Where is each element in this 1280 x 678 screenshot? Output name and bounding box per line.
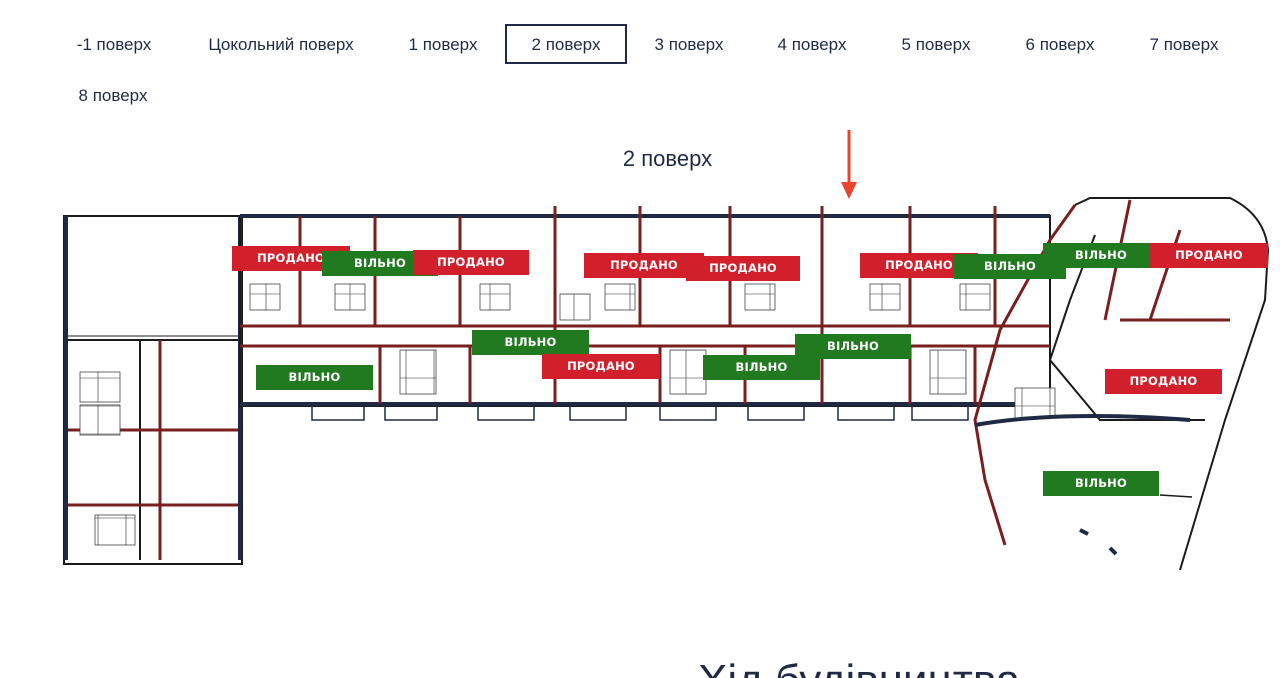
apartment-badge[interactable]: ВІЛЬНО <box>795 334 911 359</box>
balconies <box>311 403 969 421</box>
tab-floor-8[interactable]: 8 поверх <box>78 86 148 105</box>
apartment-badge[interactable]: ВІЛЬНО <box>472 330 589 355</box>
tab-floor-1[interactable]: 1 поверх <box>408 35 478 54</box>
apartment-badge[interactable]: ВІЛЬНО <box>703 355 820 380</box>
floor-plan-drawing <box>63 130 1270 571</box>
construction-progress-heading: Хід будівництва <box>698 656 1020 678</box>
floor-tabs: -1 поверх Цокольний поверх 1 поверх 2 по… <box>0 0 1280 120</box>
floor-title: 2 поверх <box>622 146 713 171</box>
tab-floor-7[interactable]: 7 поверх <box>1149 35 1219 54</box>
floor-plan <box>0 120 1280 590</box>
apartment-badge[interactable]: ВІЛЬНО <box>256 365 373 390</box>
apartment-badge[interactable]: ПРОДАНО <box>1105 369 1222 394</box>
apartment-badge[interactable]: ПРОДАНО <box>1150 243 1268 268</box>
apartment-badge[interactable]: ВІЛЬНО <box>1043 471 1159 496</box>
apartment-badge[interactable]: ПРОДАНО <box>686 256 800 281</box>
orientation-arrow <box>841 130 857 199</box>
tab-floor-4[interactable]: 4 поверх <box>777 35 847 54</box>
tab-floor-minus-1[interactable]: -1 поверх <box>76 35 152 54</box>
tab-floor-2[interactable]: 2 поверх <box>505 24 627 64</box>
tab-floor-6[interactable]: 6 поверх <box>1025 35 1095 54</box>
apartment-badge[interactable]: ПРОДАНО <box>542 354 660 379</box>
tab-floor-5[interactable]: 5 поверх <box>901 35 971 54</box>
room-fixtures <box>79 283 1056 546</box>
tab-floor-3[interactable]: 3 поверх <box>654 35 724 54</box>
apartment-badge[interactable]: ВІЛЬНО <box>1043 243 1159 268</box>
tab-floor-basement[interactable]: Цокольний поверх <box>208 35 354 54</box>
apartment-badge[interactable]: ПРОДАНО <box>584 253 704 278</box>
apartment-badge[interactable]: ПРОДАНО <box>413 250 529 275</box>
